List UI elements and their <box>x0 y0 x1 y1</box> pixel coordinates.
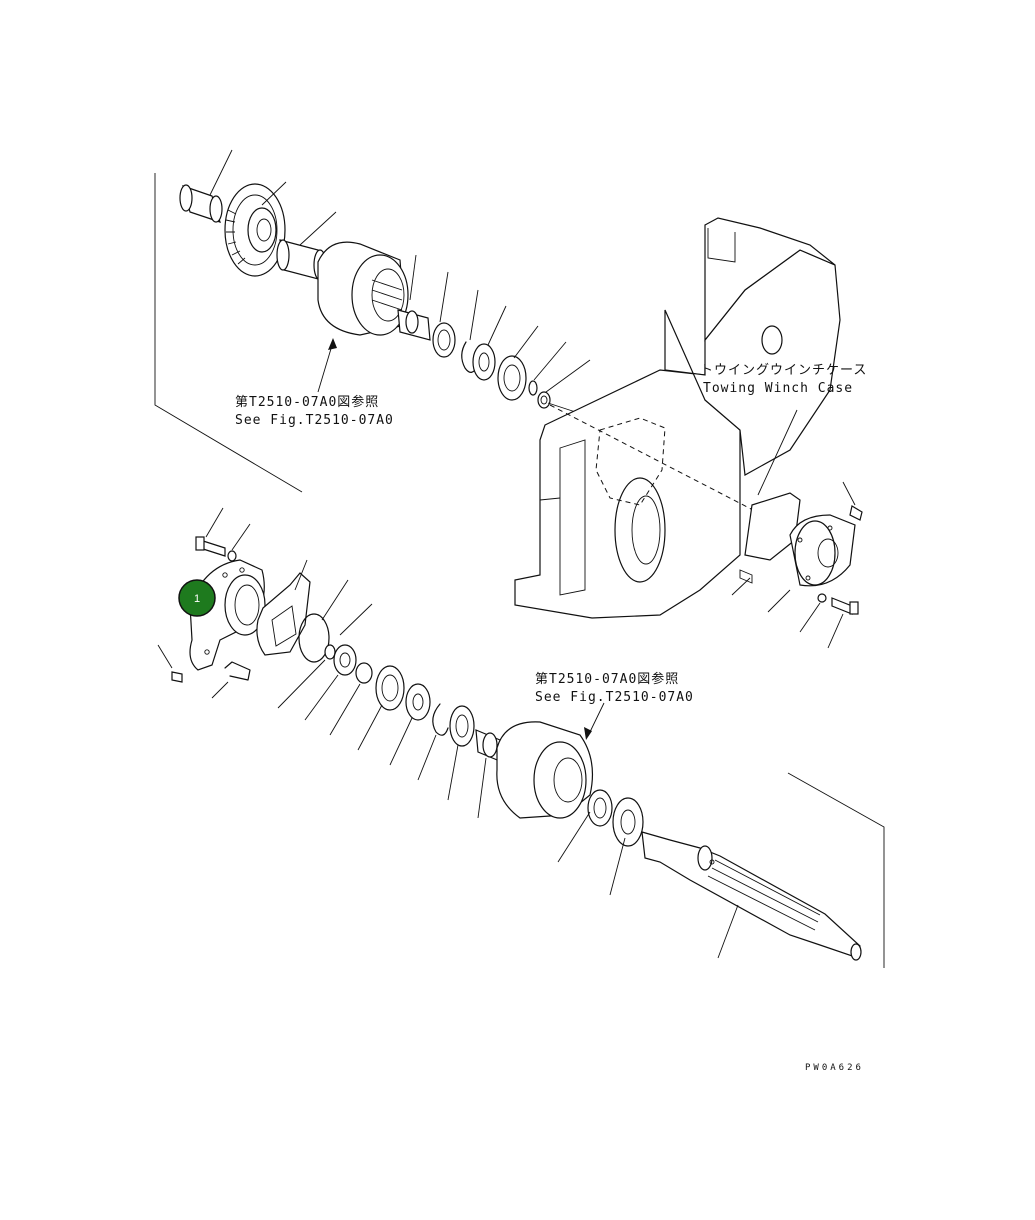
lock-washer-part <box>355 662 373 684</box>
bearing-lower-part <box>375 665 405 711</box>
small-ring-part <box>528 380 538 396</box>
upper-ref-en: See Fig.T2510-07A0 <box>235 413 394 428</box>
upper-shaft-assembly <box>179 149 601 421</box>
gasket-lower-part <box>256 572 311 656</box>
right-cover-parts <box>731 481 863 649</box>
washer-left-part <box>227 550 237 562</box>
washer-part <box>817 593 827 603</box>
lower-left-assembly <box>157 507 503 819</box>
upper-ref-jp: 第T2510-07A0図参照 <box>235 394 379 410</box>
clutch-drum-part <box>317 241 409 336</box>
bearing-right-lower-part <box>587 789 613 827</box>
bearing-part <box>432 322 456 358</box>
lower-group-bracket <box>787 772 885 968</box>
thrust-washer-part <box>472 343 496 381</box>
plug-fitting-part <box>849 505 863 521</box>
output-shaft-part <box>641 831 862 961</box>
callout-marker-1[interactable]: 1 <box>178 579 216 617</box>
upper-reference-label: 第T2510-07A0図参照 See Fig.T2510-07A0 <box>235 394 394 428</box>
lower-reference-label: 第T2510-07A0図参照 See Fig.T2510-07A0 <box>535 671 694 705</box>
case-label-en: Towing Winch Case <box>703 381 853 396</box>
bolt-part <box>831 597 859 615</box>
sleeve-part <box>179 184 223 223</box>
plug-left-part <box>171 671 183 683</box>
thrust-washer-right-lower-part <box>612 797 644 847</box>
o-ring-part <box>298 613 330 663</box>
bearing-race-lower-part <box>449 705 475 747</box>
marker-number: 1 <box>194 593 200 605</box>
spline-washer-part <box>333 644 357 676</box>
marker-circle[interactable] <box>178 579 216 617</box>
lower-ref-en: See Fig.T2510-07A0 <box>535 690 694 705</box>
lower-drum-shaft-assembly <box>496 702 862 961</box>
bolt-left-part <box>195 536 226 557</box>
lock-clip-part <box>224 661 251 681</box>
clutch-drum-lower-part <box>496 721 594 819</box>
case-label: トウイングウインチケース Towing Winch Case <box>700 363 867 496</box>
cover-plate-part <box>789 514 856 587</box>
upper-group-bracket <box>154 173 303 493</box>
thrust-washer-lower-part <box>405 683 431 721</box>
towing-winch-case <box>514 217 841 619</box>
snap-ring-lower-part <box>432 703 449 736</box>
nut-lower-part <box>324 644 336 660</box>
lower-ref-jp: 第T2510-07A0図参照 <box>535 671 679 687</box>
case-label-jp: トウイングウインチケース <box>700 363 867 378</box>
drawing-code: PW0A626 <box>805 1063 864 1073</box>
bearing-race-part <box>497 355 527 401</box>
bevel-gear-part <box>224 183 286 277</box>
nut-part <box>537 391 551 409</box>
hub-part <box>397 309 431 341</box>
